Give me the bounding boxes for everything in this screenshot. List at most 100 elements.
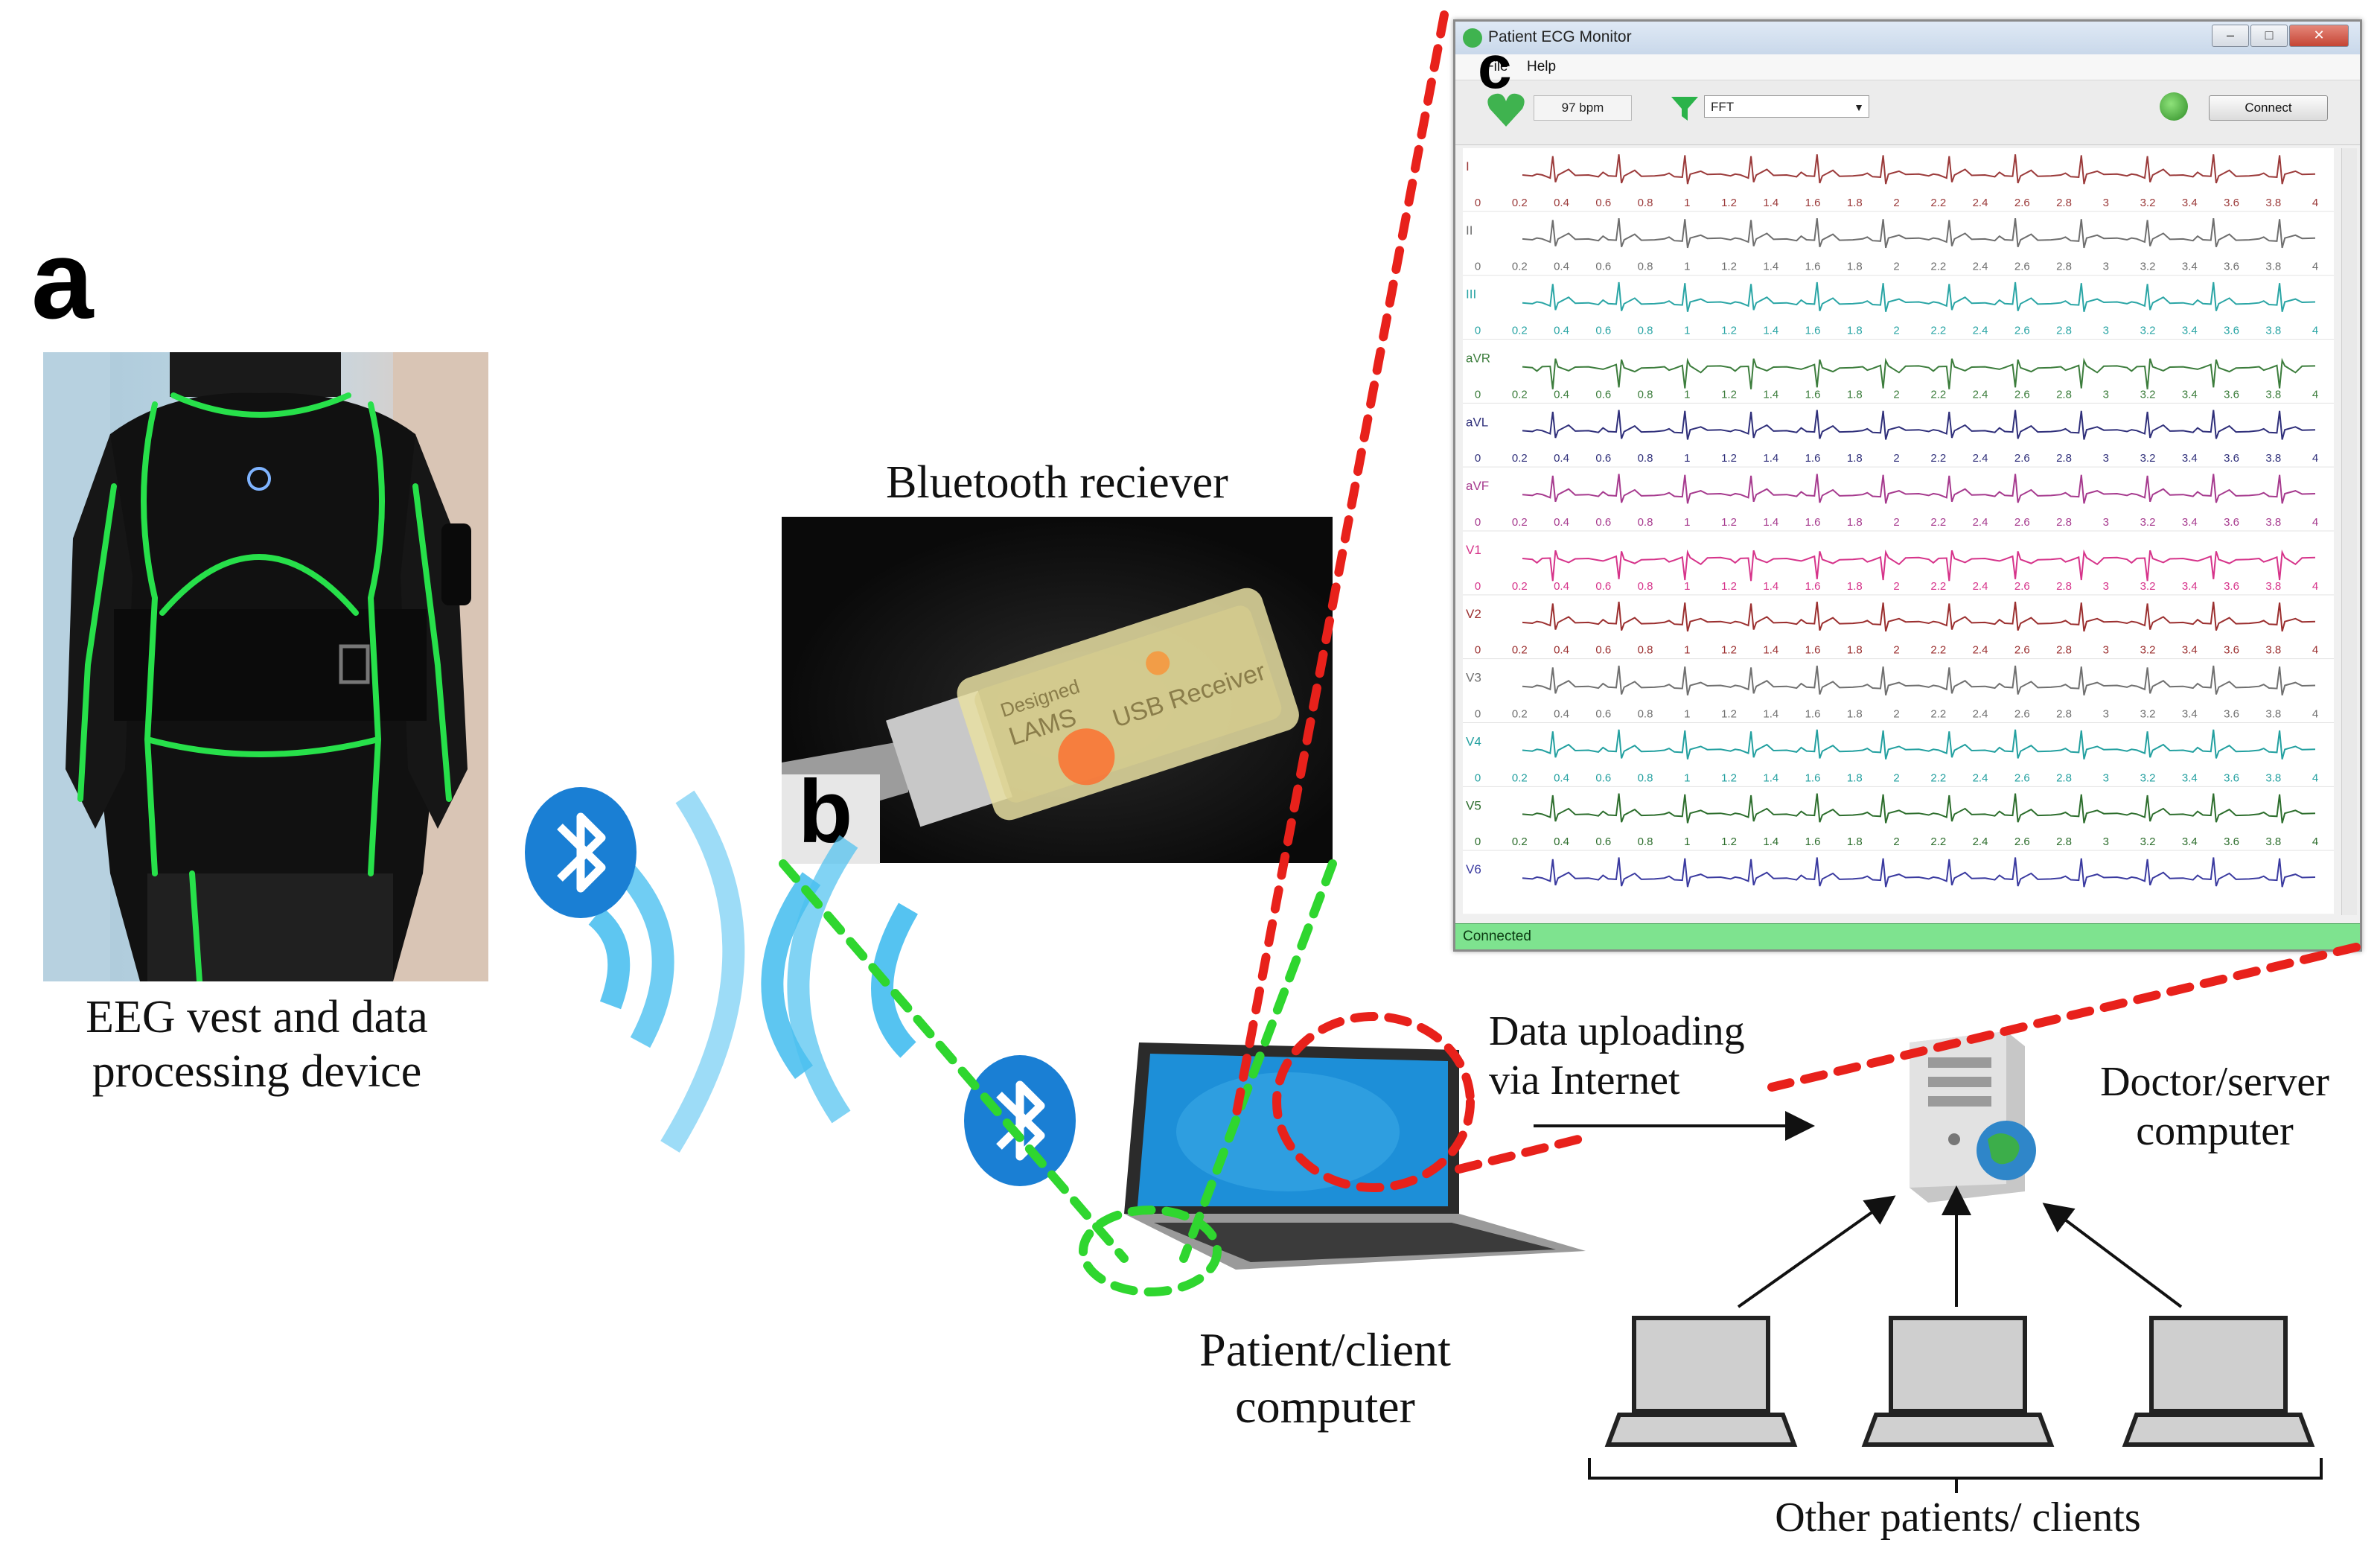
ecg-time-tick: 1 bbox=[1684, 708, 1690, 721]
ecg-time-tick: 3.6 bbox=[2224, 516, 2239, 529]
ecg-trace bbox=[1522, 857, 2316, 888]
ecg-time-tick: 2.6 bbox=[2014, 516, 2030, 529]
heart-app-icon bbox=[1463, 28, 1482, 48]
ecg-time-tick: 1 bbox=[1684, 771, 1690, 784]
ecg-time-tick: 0.8 bbox=[1638, 388, 1653, 401]
ecg-time-tick: 3 bbox=[2103, 452, 2109, 465]
ecg-time-tick: 2 bbox=[1893, 644, 1899, 657]
ecg-time-tick: 2.6 bbox=[2014, 197, 2030, 209]
ecg-time-tick: 3.8 bbox=[2265, 835, 2281, 848]
ecg-time-tick: 1.2 bbox=[1721, 580, 1737, 593]
ecg-time-tick: 1.8 bbox=[1847, 644, 1863, 657]
ecg-time-tick: 0.2 bbox=[1512, 197, 1528, 209]
vest-photo bbox=[43, 352, 488, 981]
panel-letter-c: c bbox=[1478, 34, 1512, 101]
client-laptop-3-icon bbox=[2122, 1316, 2315, 1447]
ecg-time-tick: 1.4 bbox=[1763, 835, 1778, 848]
ecg-time-tick: 3.4 bbox=[2182, 452, 2198, 465]
ecg-lead-label: V1 bbox=[1466, 543, 1481, 557]
close-icon[interactable]: ✕ bbox=[2289, 25, 2349, 47]
ecg-time-tick: 1.6 bbox=[1805, 580, 1821, 593]
ecg-time-tick: 2.2 bbox=[1930, 261, 1946, 273]
vest-illustration bbox=[43, 352, 488, 981]
ecg-time-tick: 0.6 bbox=[1595, 708, 1611, 721]
ecg-time-tick: 0.4 bbox=[1554, 261, 1569, 273]
vest-caption-line1: EEG vest and data bbox=[86, 992, 428, 1042]
ecg-time-tick: 3.2 bbox=[2140, 708, 2156, 721]
ecg-time-tick: 0.6 bbox=[1595, 261, 1611, 273]
filter-select-value: FFT bbox=[1711, 100, 1735, 114]
ecg-time-tick: 0.4 bbox=[1554, 516, 1569, 529]
ecg-time-tick: 1.4 bbox=[1763, 580, 1778, 593]
ecg-time-tick: 1 bbox=[1684, 452, 1690, 465]
patient-label-line2: computer bbox=[1235, 1379, 1415, 1433]
ecg-time-tick: 2 bbox=[1893, 771, 1899, 784]
ecg-time-tick: 2.4 bbox=[1973, 580, 1988, 593]
ecg-time-tick: 3.4 bbox=[2182, 516, 2198, 529]
ecg-time-tick: 3 bbox=[2103, 516, 2109, 529]
ecg-scrollbar[interactable] bbox=[2341, 148, 2357, 915]
ecg-time-tick: 3.6 bbox=[2224, 771, 2239, 784]
ecg-time-tick: 3.2 bbox=[2140, 644, 2156, 657]
ecg-time-tick: 2.6 bbox=[2014, 771, 2030, 784]
upload-label-line2: via Internet bbox=[1489, 1057, 1680, 1104]
ecg-time-tick: 2.8 bbox=[2056, 452, 2072, 465]
ecg-trace bbox=[1522, 154, 2316, 185]
ecg-time-tick: 4 bbox=[2312, 835, 2318, 848]
usb-receiver-illustration: Designed LAMS USB Receiver bbox=[782, 588, 1299, 830]
minimize-icon[interactable]: – bbox=[2212, 25, 2249, 47]
ecg-time-tick: 2 bbox=[1893, 516, 1899, 529]
ecg-time-tick: 3.2 bbox=[2140, 388, 2156, 401]
ecg-time-tick: 2.8 bbox=[2056, 261, 2072, 273]
ecg-time-tick: 0.6 bbox=[1595, 835, 1611, 848]
ecg-time-tick: 1.8 bbox=[1847, 835, 1863, 848]
ecg-time-tick: 1.2 bbox=[1721, 261, 1737, 273]
menu-file[interactable]: File bbox=[1485, 59, 1508, 74]
ecg-time-tick: 0.2 bbox=[1512, 644, 1528, 657]
ecg-time-tick: 1.6 bbox=[1805, 771, 1821, 784]
ecg-time-tick: 2.2 bbox=[1930, 644, 1946, 657]
ecg-time-tick: 0.8 bbox=[1638, 261, 1653, 273]
ecg-time-tick: 2.8 bbox=[2056, 580, 2072, 593]
maximize-icon[interactable]: □ bbox=[2250, 25, 2288, 47]
ecg-lead-label: V4 bbox=[1466, 735, 1481, 749]
ecg-time-tick: 2.2 bbox=[1930, 516, 1946, 529]
ecg-time-tick: 2.4 bbox=[1973, 516, 1988, 529]
client-arrow-right bbox=[2042, 1203, 2183, 1308]
ecg-time-tick: 2 bbox=[1893, 197, 1899, 209]
ecg-time-tick: 0.6 bbox=[1595, 771, 1611, 784]
ecg-time-tick: 1.4 bbox=[1763, 452, 1778, 465]
connect-button[interactable]: Connect bbox=[2209, 95, 2328, 121]
ecg-time-tick: 3 bbox=[2103, 388, 2109, 401]
ecg-trace bbox=[1522, 549, 2316, 582]
ecg-time-tick: 1.4 bbox=[1763, 644, 1778, 657]
ecg-lead-label: V3 bbox=[1466, 671, 1481, 685]
ecg-time-tick: 1.6 bbox=[1805, 325, 1821, 337]
ecg-time-tick: 0.8 bbox=[1638, 771, 1653, 784]
ecg-time-tick: 0 bbox=[1475, 325, 1481, 337]
ecg-lead-label: V6 bbox=[1466, 862, 1481, 876]
ecg-time-tick: 1.6 bbox=[1805, 261, 1821, 273]
ecg-time-tick: 0.8 bbox=[1638, 325, 1653, 337]
ecg-time-tick: 0 bbox=[1475, 197, 1481, 209]
bluetooth-icon-vest bbox=[525, 787, 637, 918]
connection-status-icon bbox=[2160, 92, 2188, 121]
ecg-time-tick: 0.2 bbox=[1512, 771, 1528, 784]
ecg-time-tick: 2.4 bbox=[1973, 708, 1988, 721]
menu-help[interactable]: Help bbox=[1527, 59, 1557, 74]
ecg-time-tick: 1.6 bbox=[1805, 452, 1821, 465]
ecg-time-tick: 0.4 bbox=[1554, 835, 1569, 848]
ecg-time-tick: 2.6 bbox=[2014, 452, 2030, 465]
ecg-time-tick: 2.8 bbox=[2056, 771, 2072, 784]
ecg-time-tick: 0 bbox=[1475, 835, 1481, 848]
ecg-trace bbox=[1522, 357, 2316, 389]
ecg-time-tick: 2.8 bbox=[2056, 325, 2072, 337]
ecg-lead-label: aVL bbox=[1466, 415, 1488, 429]
ecg-time-tick: 1.4 bbox=[1763, 197, 1778, 209]
ecg-time-tick: 1.8 bbox=[1847, 580, 1863, 593]
ecg-time-tick: 3.8 bbox=[2265, 580, 2281, 593]
ecg-time-tick: 0.6 bbox=[1595, 580, 1611, 593]
ecg-time-tick: 1.2 bbox=[1721, 835, 1737, 848]
ecg-time-tick: 0.2 bbox=[1512, 261, 1528, 273]
filter-select[interactable]: FFT ▼ bbox=[1704, 95, 1869, 118]
